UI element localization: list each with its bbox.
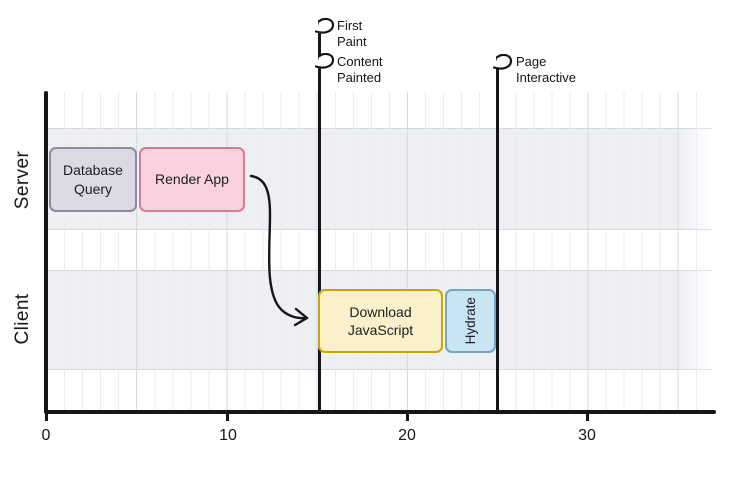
marker-pole-t15 (318, 20, 321, 412)
x-tick-label-20: 20 (398, 427, 416, 444)
task-database-query: Database Query (49, 147, 137, 212)
task-label-render-app: Render App (155, 171, 229, 188)
y-axis-line (44, 91, 48, 413)
marker-label-content-painted: Content Painted (337, 54, 383, 85)
x-tick-label-30: 30 (578, 427, 596, 444)
flag-icon-page-interactive (493, 54, 513, 70)
task-label-download-javascript: Download JavaScript (347, 303, 414, 338)
x-tick-10 (226, 412, 229, 421)
x-tick-label-0: 0 (41, 427, 51, 444)
marker-pole-t25 (496, 56, 499, 412)
x-tick-label-10: 10 (219, 427, 237, 444)
task-render-app: Render App (139, 147, 245, 212)
flag-icon-content-painted (315, 53, 335, 69)
x-tick-0 (45, 412, 48, 421)
task-label-database-query: Database Query (63, 162, 123, 197)
marker-label-first-paint: First Paint (337, 18, 367, 49)
vertical-gridlines (46, 92, 698, 410)
flag-icon-first-paint (315, 18, 335, 34)
x-tick-20 (406, 412, 409, 421)
task-label-hydrate: Hydrate (462, 297, 478, 345)
task-download-javascript: Download JavaScript (318, 289, 443, 353)
lane-label-client: Client (12, 293, 33, 345)
lane-label-server: Server (12, 150, 33, 210)
task-hydrate: Hydrate (445, 289, 496, 353)
arrow-render-to-download (249, 174, 309, 327)
marker-label-page-interactive: Page Interactive (516, 54, 576, 85)
x-axis-line (44, 410, 716, 414)
x-tick-30 (586, 412, 589, 421)
